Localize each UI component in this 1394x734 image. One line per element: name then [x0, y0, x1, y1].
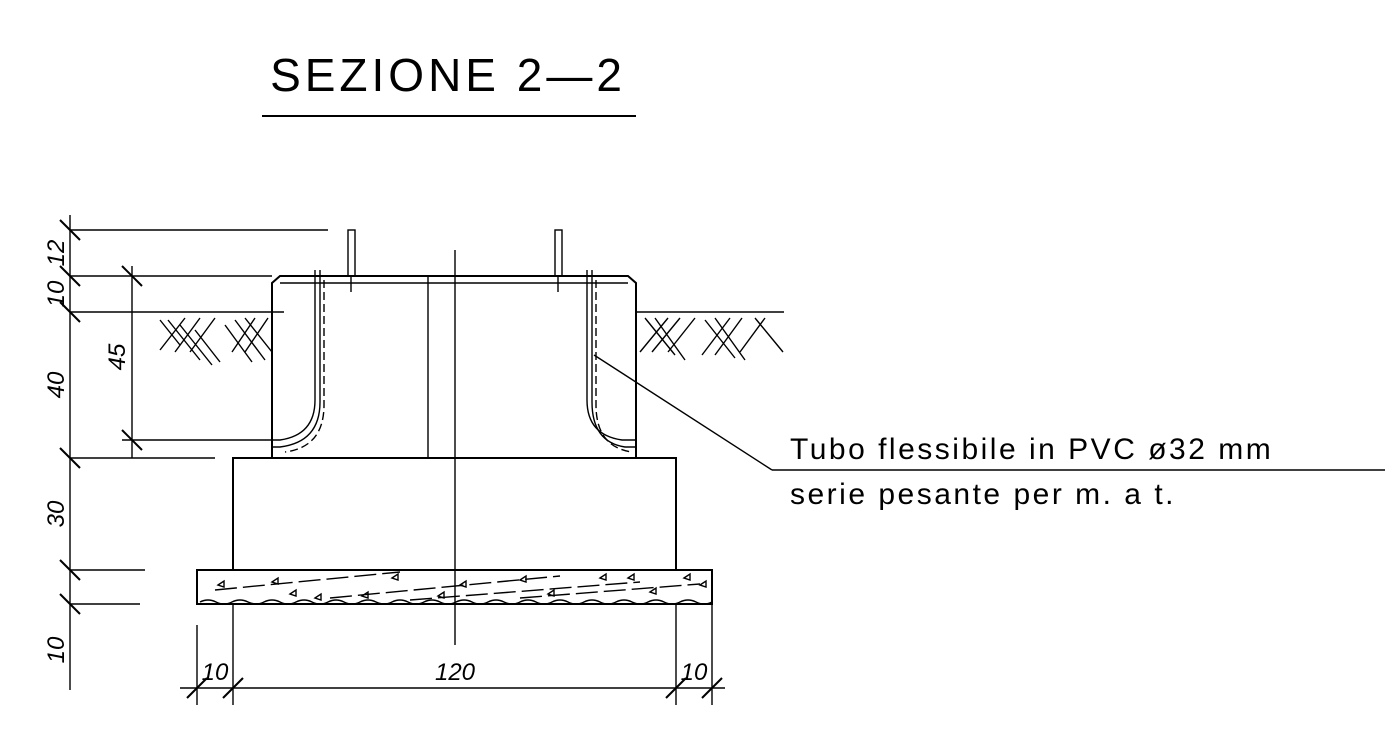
pipe-leader: [593, 354, 1385, 471]
anchor-bolts: [347, 229, 563, 292]
dimension-45: [121, 265, 272, 458]
lean-concrete-slab: [196, 569, 713, 605]
dimension-10-bottom: 10: [43, 636, 70, 663]
pvc-pipe-left: [272, 270, 325, 453]
dimension-10-left: 10: [202, 659, 229, 686]
dimension-30: 30: [43, 500, 70, 527]
pipe-callout-line1: Tubo flessibile in PVC ø32 mm: [790, 433, 1273, 466]
dimension-10-top: 10: [43, 280, 70, 307]
vertical-dimension-chain: [59, 215, 328, 690]
dimension-120: 120: [435, 659, 476, 686]
upper-pier: [271, 275, 637, 458]
dimension-10-right: 10: [681, 659, 708, 686]
horizontal-dimension-chain: [180, 604, 725, 705]
ground-hatch-right: [636, 311, 784, 361]
section-title: SEZIONE 2—2: [270, 49, 626, 101]
pvc-pipe-right: [586, 270, 636, 453]
dimension-45: 45: [104, 343, 131, 370]
dimension-12: 12: [43, 240, 70, 267]
pipe-callout-line2: serie pesante per m. a t.: [790, 478, 1176, 511]
ground-hatch-left: [150, 311, 284, 366]
dimension-40: 40: [43, 371, 70, 398]
